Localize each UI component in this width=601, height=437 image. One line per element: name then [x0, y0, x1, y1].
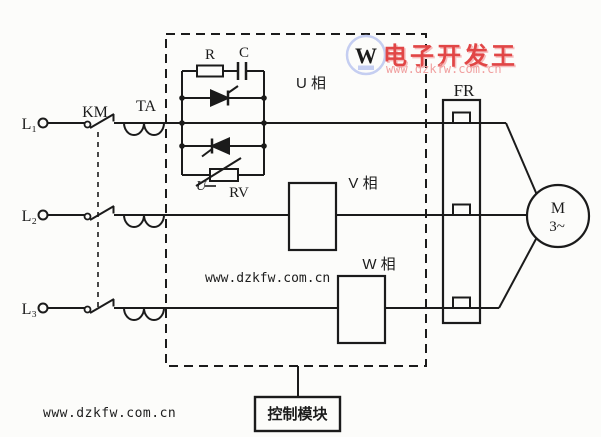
varistor-voltage-label: U — [196, 179, 207, 194]
capacitor-label: C — [239, 45, 249, 61]
watermark-center: www.dzkfw.com.cn — [205, 271, 331, 286]
km-blade-L1 — [89, 113, 115, 129]
phase-u-label: U 相 — [296, 75, 326, 92]
phase-v-label: V 相 — [348, 175, 377, 192]
km-pivot-L2 — [83, 212, 92, 221]
km-blade-L3 — [89, 298, 115, 314]
motor-M — [525, 183, 591, 249]
logo-url-text: www.dzkfw.com.cn — [386, 62, 502, 76]
km-blade-L2 — [89, 205, 115, 221]
soft-starter-dashed-box — [165, 33, 427, 367]
resistor-label: R — [205, 47, 215, 63]
thermal-relay-FR — [441, 98, 482, 325]
control-module — [253, 366, 342, 433]
logo-circle — [345, 34, 387, 76]
ta-coil-L2 — [123, 214, 165, 228]
contactor-label: KM — [82, 104, 108, 121]
terminal-circle-L2 — [37, 209, 49, 221]
motor-phases-label: 3~ — [549, 219, 565, 235]
motor-lead-L3 — [498, 238, 537, 309]
control-module-box — [253, 395, 342, 433]
terminal-label-L1: L₁ — [22, 116, 37, 133]
resistor-R — [196, 64, 224, 78]
fr-heater-L2 — [452, 203, 471, 215]
terminal-label-L3: L₃ — [22, 301, 37, 318]
terminal-label-L2: L₂ — [22, 208, 37, 225]
thyristor-reverse — [182, 136, 264, 158]
km-pivot-L3 — [83, 305, 92, 314]
control-module-label: 控制模块 — [267, 405, 328, 423]
labels: L₁ L₂ L₃ KM TA R C U RV U 相 V 相 W 相 FR M… — [22, 43, 565, 423]
v-phase-module — [287, 181, 338, 252]
phase-line-L1 — [37, 113, 538, 196]
junction-dots — [179, 95, 267, 149]
thermal-relay-label: FR — [454, 81, 475, 100]
fr-heater-L3 — [452, 296, 471, 308]
thyristor-forward — [182, 85, 264, 108]
phase-w-label: W 相 — [362, 256, 395, 273]
fr-heater-L1 — [452, 111, 471, 123]
current-transformer-label: TA — [136, 98, 156, 115]
phase-line-L2 — [37, 205, 528, 228]
logo-w-symbol: W — [355, 43, 377, 68]
varistor-RV — [182, 157, 264, 187]
u-phase-module — [179, 62, 267, 187]
terminal-circle-L1 — [37, 117, 49, 129]
motor-label: M — [551, 200, 565, 217]
ta-coil-L3 — [123, 307, 165, 321]
logo-brand-text: 电子开发王 — [383, 43, 518, 70]
terminal-circle-L3 — [37, 302, 49, 314]
motor-lead-L1 — [505, 122, 538, 196]
varistor-label: RV — [229, 185, 249, 201]
logo-bar — [358, 65, 374, 70]
watermark-bottom-left: www.dzkfw.com.cn — [43, 406, 177, 421]
logo-mark — [345, 34, 387, 76]
km-pivot-L1 — [83, 120, 92, 129]
w-phase-module — [336, 274, 387, 345]
ta-coil-L1 — [123, 122, 165, 136]
